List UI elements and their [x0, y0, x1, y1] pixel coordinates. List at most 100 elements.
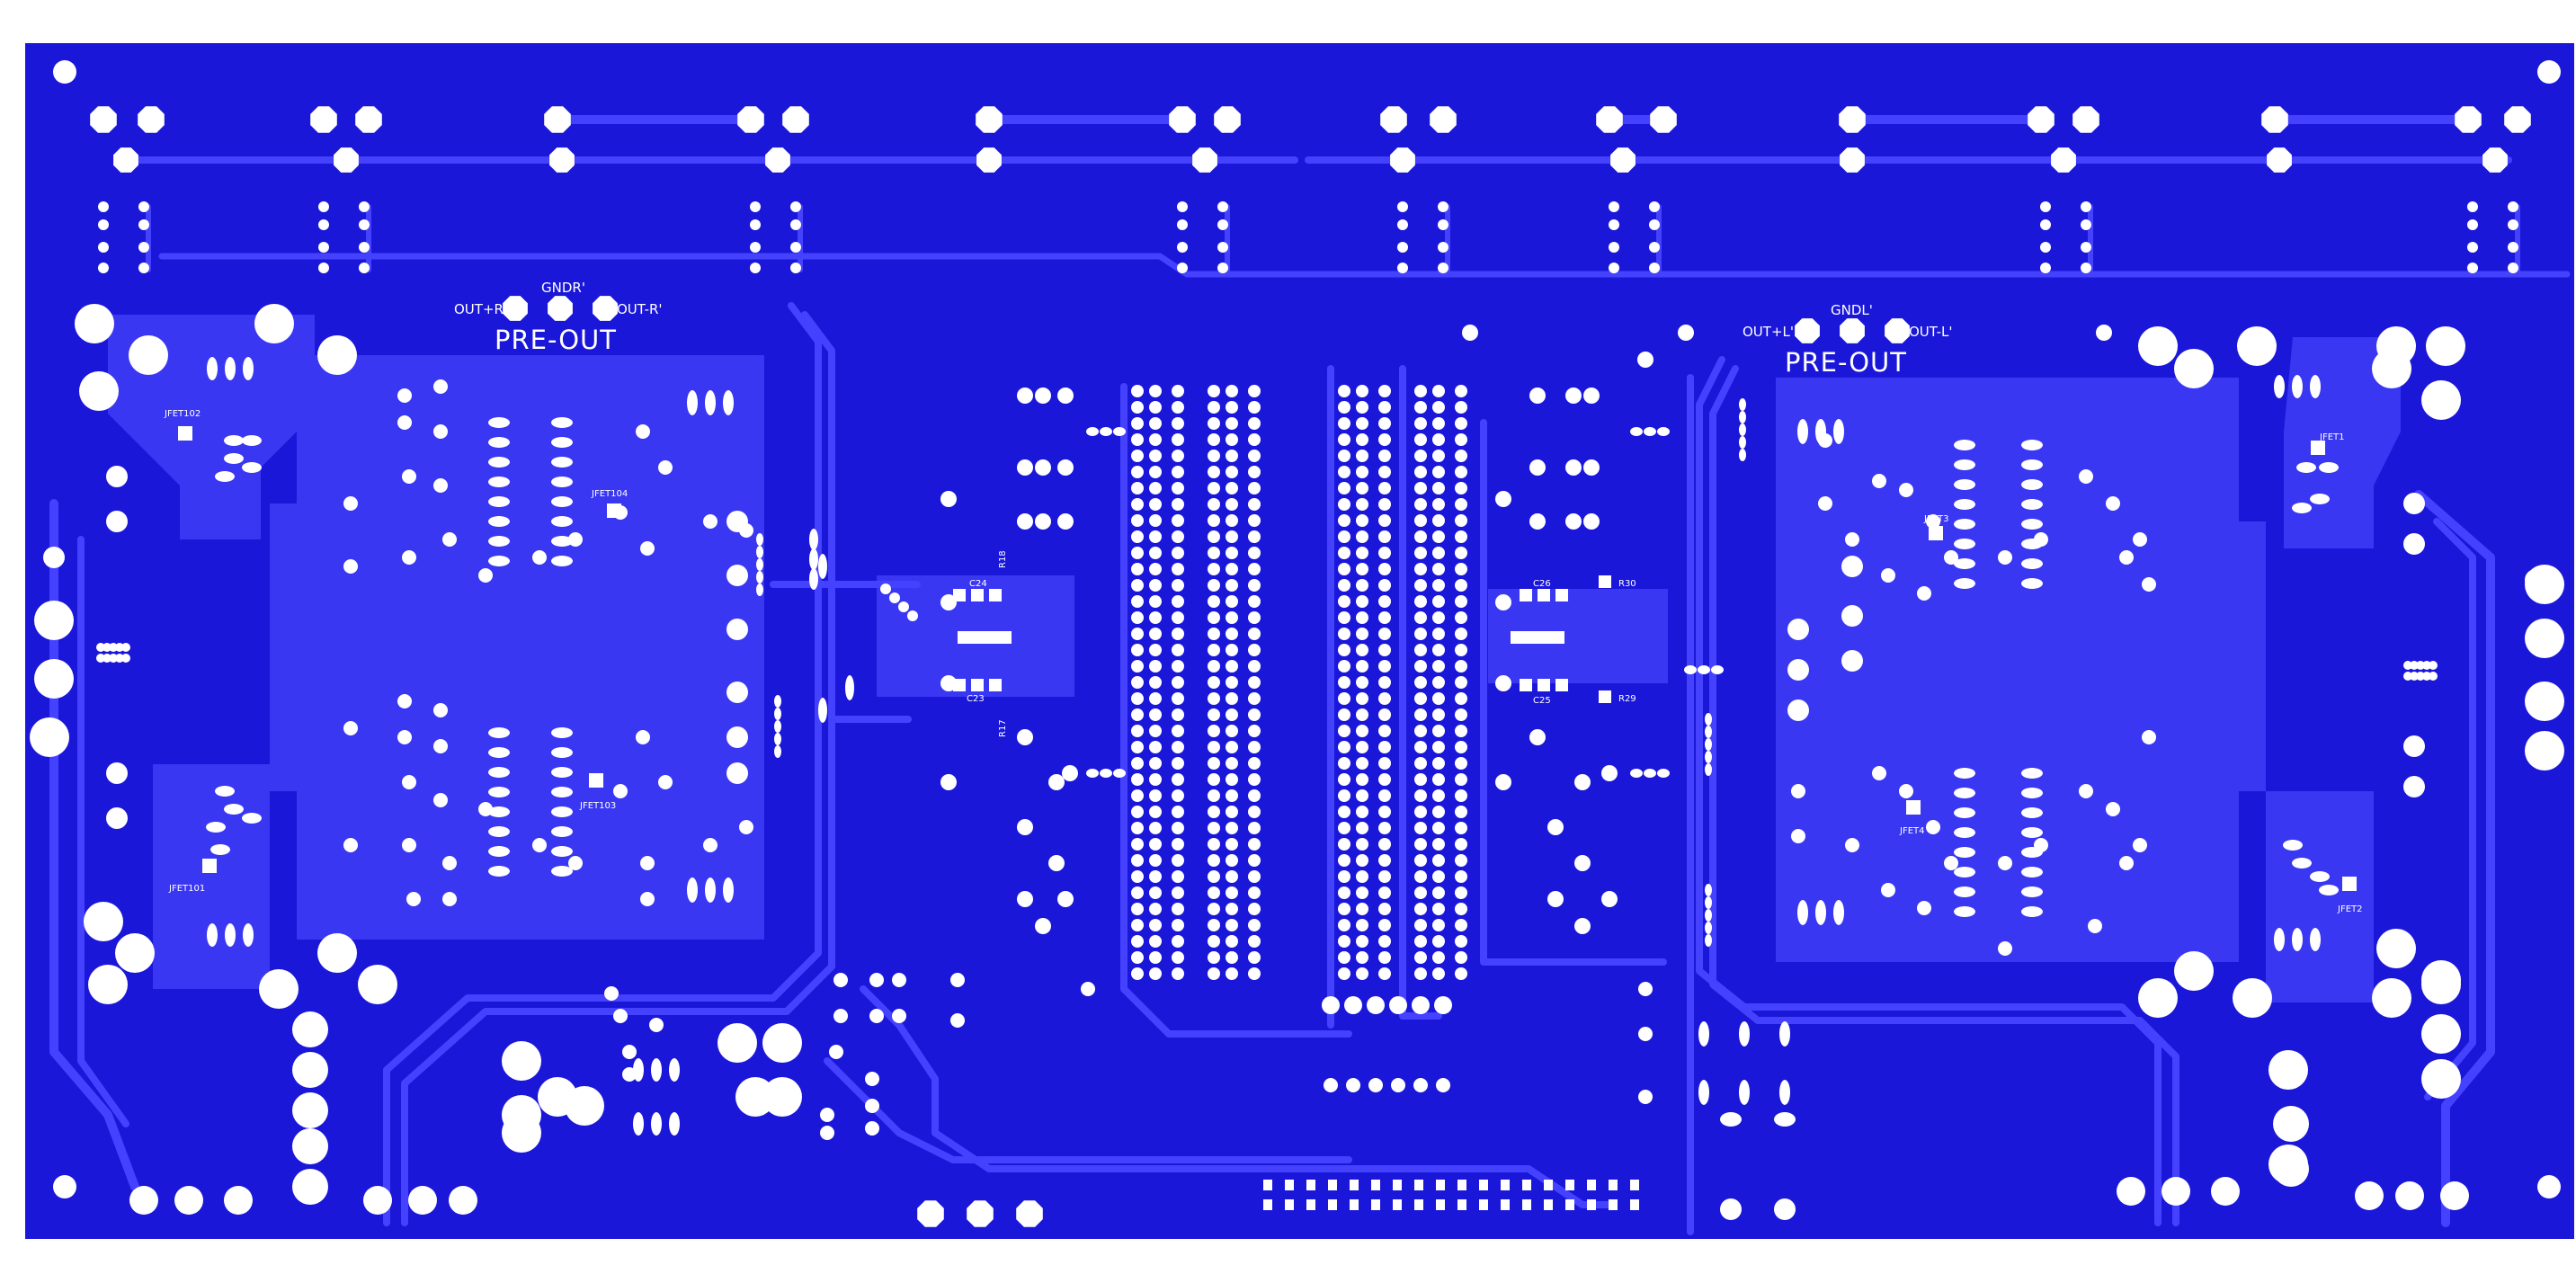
edge-connector-pin [1457, 1180, 1466, 1190]
edge-connector-pin [1565, 1180, 1574, 1190]
center-column-pad [1356, 692, 1368, 705]
center-column-pad [1131, 919, 1144, 931]
center-column-pad [1378, 482, 1391, 494]
center-column-pad [1208, 482, 1220, 494]
center-column-pad [1172, 676, 1184, 689]
pin-row-pad [651, 1112, 662, 1136]
center-column-pad [1414, 482, 1427, 494]
center-column-pad [1131, 530, 1144, 543]
pin-row-pad [1705, 884, 1712, 896]
center-column-pad [1208, 595, 1220, 608]
ic-pin [488, 437, 510, 448]
center-column-pad [1378, 514, 1391, 527]
fuse-pad [121, 643, 130, 652]
pre-out-label-right: PRE-OUT [1785, 347, 1907, 378]
center-column-pad [1432, 886, 1445, 899]
center-column-pad [1378, 935, 1391, 948]
pin-row-pad [1739, 398, 1746, 411]
center-column-pad [1149, 757, 1162, 770]
center-column-pad [1432, 401, 1445, 414]
center-column-pad [1131, 967, 1144, 980]
ic-pin [488, 556, 510, 566]
ic-pin [488, 496, 510, 507]
component-pad [940, 675, 957, 691]
smd-pad [971, 589, 984, 601]
center-column-pad [1378, 385, 1391, 397]
center-column-pad [1248, 692, 1261, 705]
pin-row-pad [669, 1058, 680, 1082]
ic-pin [1954, 867, 1975, 878]
pin-row-pad [1779, 1080, 1790, 1105]
center-column-pad [1356, 676, 1368, 689]
component-pad [442, 532, 457, 547]
right-edge-connector-pad [2525, 731, 2564, 771]
ic-pin [1954, 459, 1975, 470]
center-column-pad [1226, 417, 1238, 430]
large-cap-pad [2237, 326, 2277, 366]
center-column-pad [1172, 773, 1184, 786]
bottom-terminal-pad [1720, 1198, 1742, 1220]
center-column-pad [1172, 660, 1184, 673]
center-column-pad [1378, 401, 1391, 414]
component-pad [442, 856, 457, 870]
component-pad [532, 838, 547, 852]
ic-pin [1954, 807, 1975, 818]
oval-pad [1774, 1112, 1796, 1127]
center-bottom-pad [1391, 1078, 1405, 1092]
center-column-pad [1208, 563, 1220, 575]
center-bottom-pad [1389, 996, 1407, 1014]
ic-pin [488, 747, 510, 758]
center-column-pad [1172, 919, 1184, 931]
center-column-pad [1378, 644, 1391, 656]
center-column-pad [1149, 838, 1162, 851]
r30-label: R30 [1618, 579, 1636, 589]
center-column-pad [1432, 838, 1445, 851]
bottom-bus-trace [860, 985, 1613, 1208]
header-pin [2081, 201, 2091, 212]
center-column-pad [1356, 708, 1368, 721]
component-pad [2106, 802, 2120, 816]
component-pad [2106, 496, 2120, 511]
center-column-pad [1149, 773, 1162, 786]
large-cap-pad [2174, 951, 2214, 991]
right-edge-connector-pad [2525, 619, 2564, 658]
center-column-pad [1248, 854, 1261, 867]
center-column-pad [1338, 708, 1350, 721]
ic-pin [2021, 578, 2043, 589]
center-column-pad [1338, 547, 1350, 559]
edge-connector-pin [1328, 1199, 1337, 1210]
left-edge-connector-pad [30, 717, 69, 757]
edge-connector-pin [1609, 1199, 1618, 1210]
center-column-pad [1172, 951, 1184, 964]
center-column-pad [1338, 806, 1350, 818]
terminal-pad [2504, 106, 2531, 133]
left-edge-trace [77, 536, 129, 1127]
center-column-pad [1208, 789, 1220, 802]
component-pad [2079, 784, 2093, 798]
center-column-pad [1131, 903, 1144, 915]
center-column-pad [1455, 401, 1467, 414]
pin-row-pad [687, 878, 698, 903]
header-pin [1609, 201, 1619, 212]
pin-row-pad [2274, 928, 2285, 951]
pin-row-pad [1705, 726, 1712, 738]
output-terminal-pad [503, 296, 528, 321]
component-pad [397, 388, 412, 403]
bottom-left-large-pad [292, 1011, 328, 1047]
fuse-pad [2422, 672, 2431, 681]
header-pin [318, 263, 329, 273]
center-column-pad [1455, 725, 1467, 737]
ic-pin [2021, 788, 2043, 798]
ic-pin [488, 866, 510, 877]
component-pad [2319, 885, 2339, 895]
component-pad [1791, 829, 1805, 843]
component-pad [829, 1045, 843, 1059]
component-pad [2142, 730, 2156, 744]
center-column-pad [1414, 903, 1427, 915]
left-bottom-corner-pour [153, 764, 270, 989]
center-column-pad [1149, 514, 1162, 527]
ic-pin [551, 556, 573, 566]
header-pin [318, 219, 329, 230]
center-column-pad [1149, 789, 1162, 802]
center-column-pad [1131, 708, 1144, 721]
